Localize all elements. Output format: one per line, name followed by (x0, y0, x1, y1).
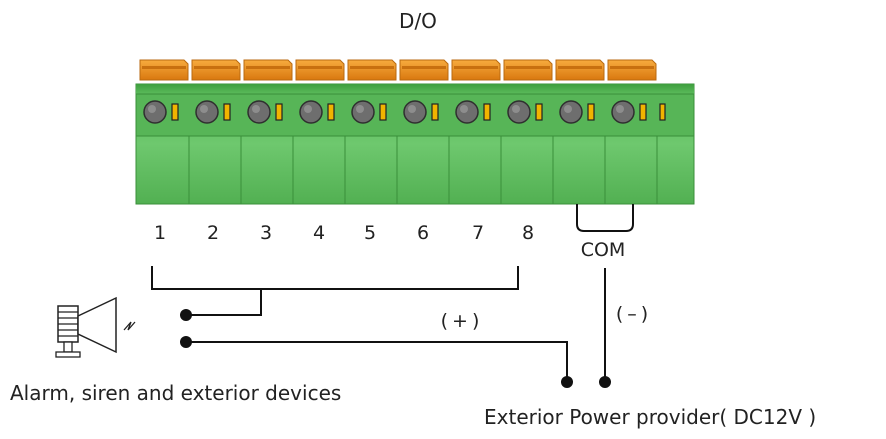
screw (611, 100, 635, 124)
screw-highlight (616, 105, 624, 113)
terminal-number: 2 (207, 222, 219, 244)
plus-supply-wire (186, 341, 568, 382)
screw-highlight (148, 105, 156, 113)
lever-row (139, 59, 657, 81)
contact (483, 103, 491, 121)
screw (299, 100, 323, 124)
lever-ridge (558, 66, 602, 69)
power-terminal-dot (599, 376, 611, 388)
wiring (151, 266, 606, 382)
lever (555, 59, 605, 81)
screw (455, 100, 479, 124)
contact (639, 103, 647, 121)
terminal-bracket-wire (151, 266, 519, 290)
lever (191, 59, 241, 81)
screw-highlight (512, 105, 520, 113)
terminal-block (135, 59, 695, 205)
screw (507, 100, 531, 124)
lever-ridge (402, 66, 446, 69)
screw-highlight (460, 105, 468, 113)
terminal-number: 1 (154, 222, 166, 244)
terminal-number: 6 (417, 222, 429, 244)
contact (587, 103, 595, 121)
lever (347, 59, 397, 81)
screw (195, 100, 219, 124)
lever (451, 59, 501, 81)
lever-ridge (350, 66, 394, 69)
lever-ridge (506, 66, 550, 69)
terminal-top-band (136, 84, 694, 94)
contact (223, 103, 231, 121)
contact (327, 103, 335, 121)
contact (379, 103, 387, 121)
common-feed-wire (186, 289, 262, 316)
lever (503, 59, 553, 81)
lever (399, 59, 449, 81)
screw-highlight (252, 105, 260, 113)
power-terminal-dot (561, 376, 573, 388)
device-terminal-dot (180, 309, 192, 321)
screw (559, 100, 583, 124)
plus-label: (+) (441, 310, 484, 332)
screw (351, 100, 375, 124)
device-label: Alarm, siren and exterior devices (10, 381, 341, 405)
screw (247, 100, 271, 124)
contact (171, 103, 179, 121)
lever (295, 59, 345, 81)
title-do: D/O (399, 9, 437, 33)
lever-ridge (610, 66, 654, 69)
terminal-slots (143, 100, 666, 204)
contact (535, 103, 543, 121)
lever-ridge (246, 66, 290, 69)
screw-highlight (408, 105, 416, 113)
terminal-number-row: 1 2 3 4 5 6 7 8 (154, 222, 534, 244)
screw (403, 100, 427, 124)
screw-highlight (200, 105, 208, 113)
lever-ridge (298, 66, 342, 69)
com-label: COM (581, 239, 626, 261)
power-label: Exterior Power provider( DC12V ) (484, 405, 816, 429)
terminal-number: 3 (260, 222, 272, 244)
lever (139, 59, 189, 81)
screw-highlight (564, 105, 572, 113)
terminal-number: 7 (472, 222, 484, 244)
device-terminal-dot (180, 336, 192, 348)
siren-horn-icon (55, 296, 136, 358)
lever-ridge (142, 66, 186, 69)
lever-ridge (454, 66, 498, 69)
terminal-number: 8 (522, 222, 534, 244)
contact (275, 103, 283, 121)
lever (243, 59, 293, 81)
terminal-number: 5 (364, 222, 376, 244)
screw-highlight (356, 105, 364, 113)
lever (607, 59, 657, 81)
contact (659, 103, 666, 121)
com-bracket (576, 204, 634, 232)
minus-label: (–) (616, 303, 652, 325)
lever-ridge (194, 66, 238, 69)
screw-highlight (304, 105, 312, 113)
screw (143, 100, 167, 124)
terminal-number: 4 (313, 222, 325, 244)
contact (431, 103, 439, 121)
